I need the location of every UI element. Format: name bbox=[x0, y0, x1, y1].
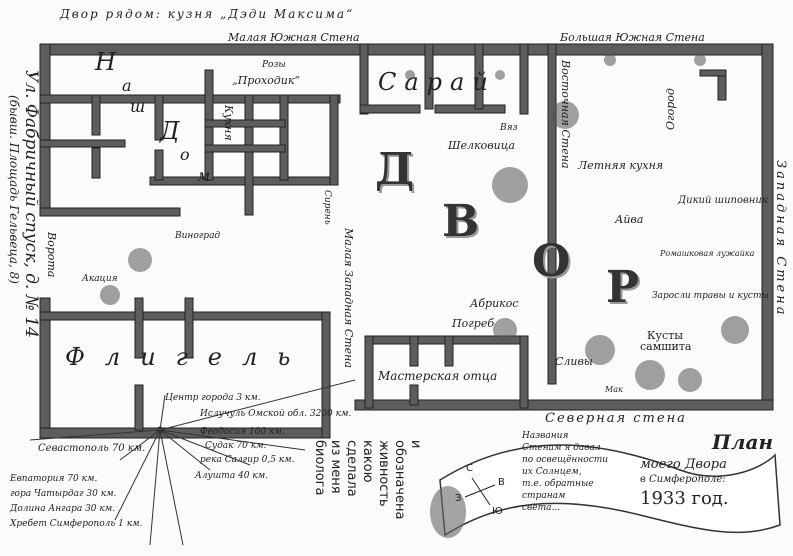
compass-north: С bbox=[466, 463, 473, 474]
scroll-title: План bbox=[712, 430, 774, 454]
north-wall-shape bbox=[354, 399, 774, 411]
scroll-line2: в Симферополе: bbox=[640, 474, 726, 485]
roses-label: Розы bbox=[262, 60, 286, 70]
scroll-note-line: т.е. обратные bbox=[522, 479, 594, 489]
direction-evpatoria: Евпатория 70 км. bbox=[10, 474, 98, 484]
workshop-label: Мастерская отца bbox=[378, 369, 498, 383]
compass-ns-line bbox=[471, 477, 491, 506]
west-wall-shape bbox=[761, 43, 774, 411]
scroll-note-line: Стенам я давал bbox=[522, 443, 601, 453]
compass-west: З bbox=[455, 493, 462, 504]
cellar-label: Погреб bbox=[452, 317, 495, 330]
direction-alushta: Алушта 40 км. bbox=[195, 471, 269, 481]
scroll-note-line: света... bbox=[522, 503, 561, 513]
yard-letter-v: В bbox=[442, 196, 480, 247]
apricot-label: Абрикос bbox=[470, 297, 519, 310]
summer-kitchen-label: Летняя кухня bbox=[578, 159, 664, 172]
header-title: Двор рядом: кузня „Дэди Максима“ bbox=[60, 7, 355, 21]
scroll-year: 1933 год. bbox=[640, 488, 729, 509]
plums-label: Сливы bbox=[555, 355, 593, 368]
garden-label: Огород bbox=[664, 88, 677, 130]
east-wall-shape bbox=[39, 43, 51, 215]
east-wall-label: Восточная Стена bbox=[559, 60, 572, 169]
note-line: обозначена bbox=[392, 440, 407, 520]
direction-angara: Долина Ангара 30 км. bbox=[10, 504, 116, 514]
chamomile-lawn-label: Ромашковая лужайка bbox=[660, 249, 755, 258]
compass-south: Ю bbox=[492, 506, 503, 517]
note-line: живность bbox=[376, 440, 391, 507]
direction-ridge: Хребет Симферополь 1 км. bbox=[10, 519, 143, 529]
house-letter: о bbox=[180, 145, 190, 164]
north-wall-label: Северная стена bbox=[545, 411, 687, 426]
wing-label: Флигель bbox=[65, 343, 311, 371]
house-letter: м bbox=[197, 166, 211, 185]
passage-label: „Проходик“ bbox=[232, 74, 301, 87]
poppy-label: Мак bbox=[605, 385, 623, 394]
weeds-label: Заросли травы и кусты bbox=[652, 291, 769, 301]
mulberry-label: Шелковица bbox=[448, 139, 515, 152]
south-wall bbox=[39, 43, 773, 56]
house-letter: Д bbox=[160, 117, 180, 145]
direction-sudak: Судак 70 км. bbox=[205, 441, 267, 451]
wild-rose-label: Дикий шиповник bbox=[678, 195, 768, 206]
direction-omsk: Ислучуль Омской обл. 3200 км. bbox=[200, 409, 352, 419]
note-line: из меня bbox=[328, 440, 343, 494]
direction-chatyrdag: гора Чатырдаг 30 км. bbox=[10, 489, 117, 499]
yard-letter-r: Р bbox=[606, 262, 640, 313]
street-former-name: (бывш. Площадь Гельвеца, 8) bbox=[7, 95, 21, 284]
scroll-note-line: Названия bbox=[522, 431, 569, 441]
yard-letter-o: О bbox=[532, 236, 571, 287]
scroll-note-line: их Солнцем, bbox=[522, 467, 582, 477]
lilac-label: Сирень bbox=[322, 190, 332, 225]
yard-letter-d: Д bbox=[375, 144, 415, 195]
small-south-wall-label: Малая Южная Стена bbox=[228, 31, 360, 44]
house-letter: а bbox=[122, 76, 132, 95]
shed-label: Сарай bbox=[378, 68, 496, 96]
big-south-wall-label: Большая Южная Стена bbox=[560, 31, 705, 44]
street-address: Ул. Фабричный спуск, д. № 14 bbox=[21, 70, 41, 338]
west-wall-label: Западная Стена bbox=[773, 160, 788, 318]
grape-leaf-ornament bbox=[430, 486, 466, 538]
acacia-label: Акация bbox=[82, 274, 118, 284]
small-west-wall-label: Малая Западная Стена bbox=[342, 228, 355, 368]
gate-label: Ворота bbox=[45, 232, 58, 278]
scroll-note-line: странам bbox=[522, 491, 566, 501]
direction-city-center: Центр города 3 км. bbox=[165, 393, 261, 403]
note-line: какою bbox=[360, 440, 375, 483]
plants-and-insects bbox=[100, 54, 749, 392]
direction-arrows bbox=[29, 379, 356, 546]
direction-feodosia: Феодосия 100 км. bbox=[200, 427, 285, 437]
kitchen-label: Кухня bbox=[222, 105, 235, 141]
note-line: сделала bbox=[344, 440, 359, 497]
note-line: биолога bbox=[312, 440, 327, 496]
direction-sevastopol: Севастополь 70 км. bbox=[38, 443, 146, 454]
compass-east: В bbox=[498, 477, 505, 488]
house-letter: ш bbox=[130, 97, 146, 116]
direction-salgir: река Салгир 0,5 км. bbox=[200, 455, 295, 465]
boxwood-label: Кусты самшита bbox=[640, 329, 692, 353]
scroll-note-line: по освещённости bbox=[522, 455, 609, 465]
compass-ew-line bbox=[464, 484, 496, 498]
scroll-line1: моего Двора bbox=[640, 457, 727, 472]
house-letter: Н bbox=[95, 48, 116, 76]
grape-label: Виноград bbox=[175, 231, 221, 241]
quince-label: Айва bbox=[615, 213, 644, 226]
elm-label: Вяз bbox=[500, 123, 518, 133]
scroll-banner bbox=[430, 444, 781, 538]
note-line: и bbox=[408, 440, 423, 449]
